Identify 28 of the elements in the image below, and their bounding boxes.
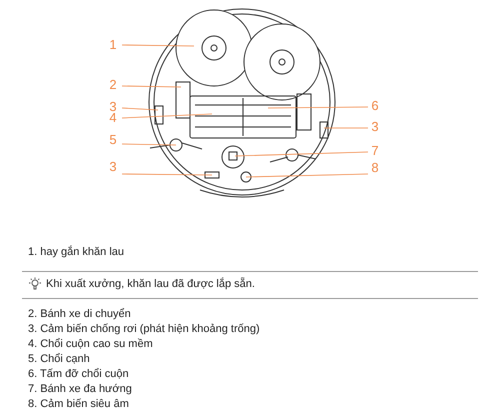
callout-number: 5 xyxy=(108,133,118,147)
leader-line xyxy=(122,144,176,146)
leader-line xyxy=(122,86,182,88)
leader-line xyxy=(234,152,368,156)
tip-note: Khi xuất xưởng, khăn lau đã được lắp sẵn. xyxy=(46,278,255,291)
legend-text: 1. hay gắn khăn lau xyxy=(28,246,124,259)
callout-number: 3 xyxy=(370,120,380,134)
leader-line xyxy=(122,108,158,110)
callout-number: 4 xyxy=(108,111,118,125)
legend-text: 8. Cảm biến siêu âm xyxy=(28,398,129,411)
legend-text: 3. Cảm biến chống rơi (phát hiện khoảng trống) xyxy=(28,323,260,336)
callout-number: 8 xyxy=(370,161,380,175)
leader-line xyxy=(268,106,368,108)
legend-text: 4. Chổi cuộn cao su mềm xyxy=(28,338,153,351)
leader-line xyxy=(122,44,194,46)
callout-number: 2 xyxy=(108,78,118,92)
legend-text: 6. Tấm đỡ chổi cuộn xyxy=(28,368,129,381)
leader-line xyxy=(122,174,212,176)
leader-line xyxy=(122,114,212,118)
callout-number: 1 xyxy=(108,38,118,52)
legend-text: 5. Chổi cạnh xyxy=(28,353,90,366)
legend-text: 2. Bánh xe di chuyển xyxy=(28,308,131,321)
leader-line xyxy=(246,174,368,178)
callout-number: 7 xyxy=(370,144,380,158)
callout-number: 3 xyxy=(108,100,118,114)
callout-number: 3 xyxy=(108,160,118,174)
legend-text: 7. Bánh xe đa hướng xyxy=(28,383,132,396)
callout-number: 6 xyxy=(370,99,380,113)
